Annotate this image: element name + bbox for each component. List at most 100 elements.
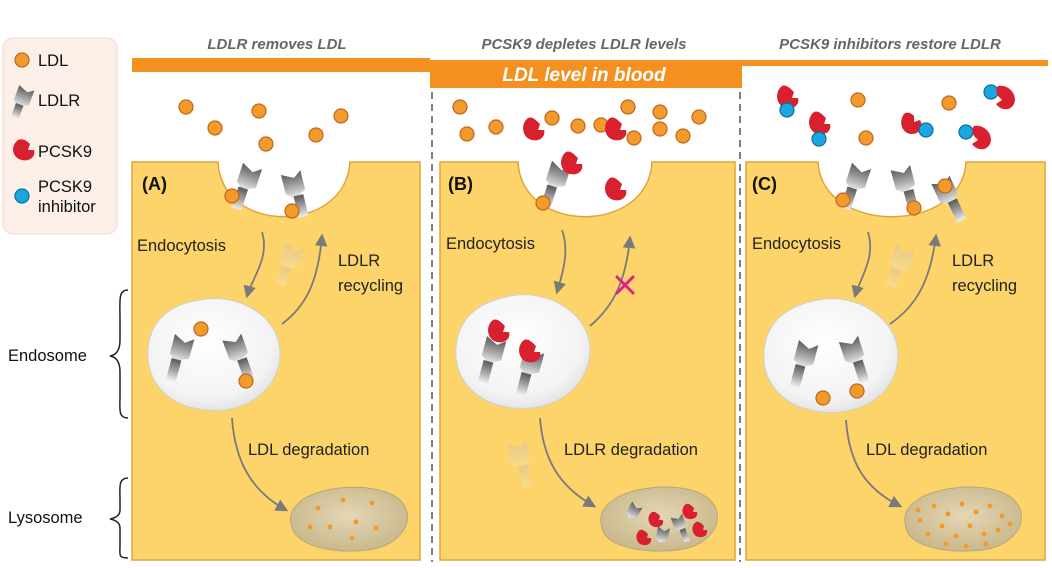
endosome-brace	[109, 289, 129, 419]
panel-a-recycling-arrow	[281, 233, 328, 325]
legend-inhibitor-icon	[14, 188, 30, 204]
ldl-particle	[937, 178, 953, 194]
legend-ldl-label: LDL	[38, 52, 68, 70]
panel-c-degradation-arrow	[845, 419, 903, 508]
ldl-particle	[258, 136, 274, 152]
panel-c-recycling-arrow	[889, 233, 941, 325]
ldl-particle	[941, 95, 957, 111]
panel-c-recycling-label-2: recycling	[952, 277, 1017, 295]
ldl-particle	[251, 103, 267, 119]
panel-a-title: LDLR removes LDL	[207, 36, 346, 53]
ldl-particle	[675, 128, 691, 144]
lysosome-label: Lysosome	[8, 509, 83, 527]
ldl-level-banner	[430, 60, 738, 88]
panel-b-letter: (B)	[448, 174, 473, 194]
panel-a-endocytosis-arrow	[243, 231, 265, 299]
ldl-particle	[207, 120, 223, 136]
legend-box	[2, 37, 118, 235]
panel-c-extracellular	[777, 84, 1015, 150]
ldl-level-banner-text: LDL level in blood	[502, 65, 666, 86]
ldl-particle	[815, 390, 831, 406]
panel-a-degradation-arrow	[231, 417, 289, 512]
endosome-label: Endosome	[8, 347, 87, 365]
ldl-particle	[488, 119, 504, 135]
ldl-particle	[620, 99, 636, 115]
pcsk9-molecule	[523, 117, 545, 141]
panel-c-letter: (C)	[752, 174, 777, 194]
pcsk9-molecule	[605, 177, 627, 201]
pcsk9-fragment	[648, 511, 664, 528]
ldlr-fragment	[626, 501, 643, 519]
ldl-particle	[849, 383, 865, 399]
ldlr-receptor	[477, 336, 507, 384]
ldl-particle	[570, 118, 586, 134]
ldl-particle	[652, 121, 668, 137]
panel-b-endocytosis-arrow	[553, 229, 567, 295]
legend-pcsk9-icon	[13, 139, 35, 161]
lysosome-brace	[109, 477, 129, 559]
pcsk9-inhibitor-complex	[809, 111, 831, 147]
ldl-particle	[835, 192, 851, 208]
ldl-particle	[452, 99, 468, 115]
pcsk9-inhibitor-complex	[777, 85, 799, 118]
panel-c-endocytosis-label: Endocytosis	[752, 235, 841, 253]
panel-a-recycling-label-2: recycling	[338, 277, 403, 295]
ldl-level-bar	[132, 58, 1048, 88]
ldl-particle	[652, 104, 668, 120]
ldlr-receptor	[231, 162, 263, 211]
ldl-particle	[459, 126, 475, 142]
pcsk9-molecule	[561, 151, 583, 175]
panel-b-degradation-arrow	[539, 417, 597, 508]
ldl-particle	[544, 110, 560, 126]
pcsk9-fragment	[636, 529, 652, 546]
panel-c-faded-ldlr	[885, 243, 916, 288]
panel-b-lysosome	[600, 486, 718, 552]
ldl-particle	[178, 99, 194, 115]
panel-c-degradation-label: LDL degradation	[866, 441, 987, 459]
panel-c-endosome	[763, 298, 899, 413]
panel-a-pit-ldlr	[224, 162, 309, 219]
legend-pcsk9-label: PCSK9	[38, 143, 92, 161]
ldl-particle	[626, 130, 642, 146]
pcsk9-fragment	[692, 521, 708, 538]
panel-a-extracellular-ldl	[178, 99, 349, 152]
ldl-particle	[284, 203, 300, 219]
panel-b-blocked-recycling-arrow	[589, 235, 636, 327]
panel-c-title: PCSK9 inhibitors restore LDLR	[779, 36, 1001, 53]
panel-c-lysosome	[904, 486, 1022, 552]
pcsk9-fragment	[682, 503, 698, 520]
ldl-particle	[308, 127, 324, 143]
pcsk9-inhibitor-complex	[901, 112, 934, 138]
panel-a-lysosome	[289, 486, 408, 552]
legend-ldlr-icon	[11, 85, 35, 119]
ldlr-receptor	[165, 334, 195, 382]
panel-b-extracellular	[452, 99, 707, 146]
legend-ldl-icon	[14, 52, 30, 68]
panel-a-degradation-label: LDL degradation	[248, 441, 369, 459]
panel-c-pit	[835, 162, 967, 223]
legend-inhibitor-label-2: inhibitor	[38, 198, 96, 216]
ldlr-receptor	[280, 170, 309, 218]
panel-c-endocytosis-arrow	[851, 231, 872, 299]
panel-b-faded-ldlr	[507, 440, 532, 489]
panel-a-endocytosis-label: Endocytosis	[137, 237, 226, 255]
pcsk9-molecule	[605, 117, 627, 141]
blocked-x-icon	[615, 275, 635, 295]
pcsk9-molecule	[519, 339, 541, 363]
pcsk9-inhibitor-complex	[983, 84, 1015, 110]
ldl-particle	[850, 92, 866, 108]
panel-a-endosome	[147, 298, 281, 411]
ldl-particle	[858, 130, 874, 146]
panel-a-faded-ldlr	[275, 241, 306, 286]
ldl-particle	[691, 109, 707, 125]
panel-b-degradation-label: LDLR degradation	[564, 441, 698, 459]
ldl-particle	[238, 373, 254, 389]
ldlr-receptor	[838, 335, 870, 384]
panel-b-endocytosis-label: Endocytosis	[446, 235, 535, 253]
legend-ldlr-label: LDLR	[38, 92, 80, 110]
ldlr-fragment	[670, 513, 690, 543]
ldlr-receptor	[789, 340, 819, 388]
pcsk9-molecule	[488, 319, 510, 343]
